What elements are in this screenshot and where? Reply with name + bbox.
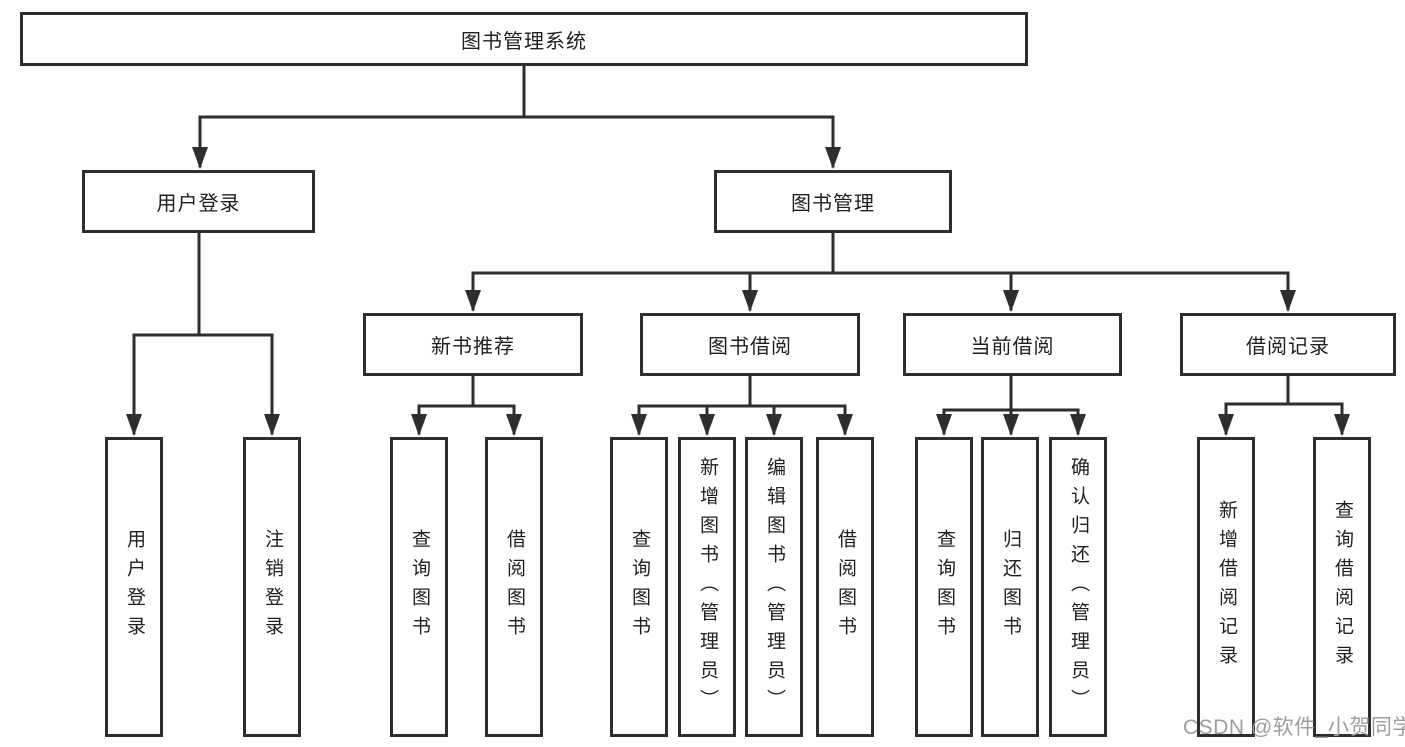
leaf-borrow-books: 借阅图书 [816, 437, 874, 737]
node-borrowing-records: 借阅记录 [1180, 313, 1396, 376]
leaf-add-borrow-record: 新增借阅记录 [1197, 437, 1255, 737]
node-current-borrowing: 当前借阅 [903, 313, 1122, 376]
node-book-borrowing: 图书借阅 [640, 313, 860, 376]
leaf-query-books-current: 查询图书 [915, 437, 973, 737]
leaf-edit-books-admin: 编辑图书（管理员） [745, 437, 803, 737]
leaf-query-borrow-record: 查询借阅记录 [1313, 437, 1371, 737]
leaf-query-books-recommend: 查询图书 [390, 437, 448, 737]
node-new-book-recommendation: 新书推荐 [363, 313, 583, 376]
node-book-management: 图书管理 [714, 170, 952, 233]
watermark-text: CSDN @软件_小贺同学 [1183, 716, 1405, 739]
edge-group [126, 64, 1350, 436]
node-library-system: 图书管理系统 [20, 12, 1028, 66]
leaf-confirm-return-admin: 确认归还（管理员） [1049, 437, 1107, 737]
leaf-add-books-admin: 新增图书（管理员） [678, 437, 736, 737]
leaf-borrow-books-recommend: 借阅图书 [485, 437, 543, 737]
node-user-login: 用户登录 [82, 170, 315, 233]
leaf-logout-login: 注销登录 [243, 437, 301, 737]
leaf-return-books: 归还图书 [981, 437, 1039, 737]
leaf-user-login: 用户登录 [105, 437, 163, 737]
leaf-query-books-borrow: 查询图书 [610, 437, 668, 737]
